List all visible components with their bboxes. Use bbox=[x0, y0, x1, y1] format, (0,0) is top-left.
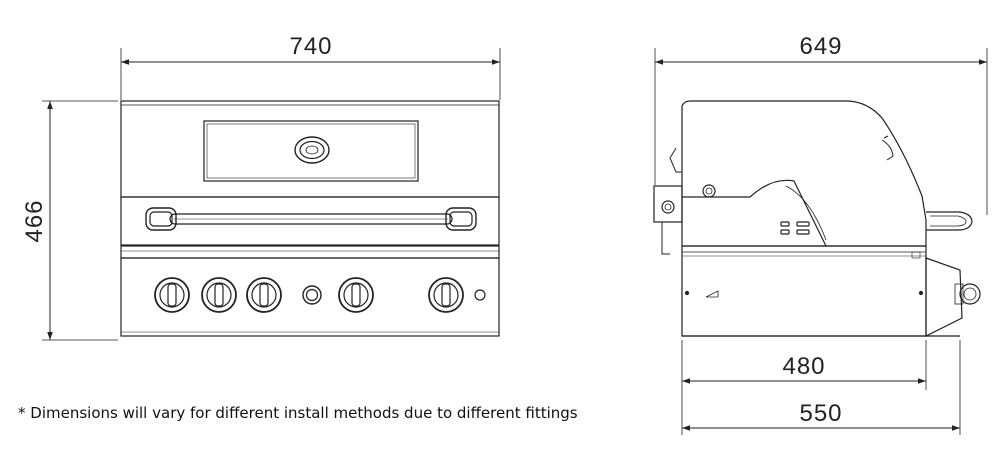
burner-knob-2 bbox=[201, 277, 237, 313]
front-window bbox=[203, 120, 419, 182]
front-hood bbox=[120, 100, 500, 198]
burner-knob-3 bbox=[246, 277, 282, 313]
base-depth-label: 480 bbox=[782, 353, 825, 380]
front-view bbox=[42, 48, 501, 341]
handle-bar bbox=[169, 213, 453, 225]
front-width-label: 740 bbox=[289, 33, 332, 60]
dimension-note: * Dimensions will vary for different ins… bbox=[18, 404, 578, 422]
indicator-light bbox=[474, 289, 486, 301]
burner-knob-5 bbox=[428, 277, 464, 313]
burner-knob-1 bbox=[154, 277, 190, 313]
side-gas-box bbox=[925, 257, 963, 337]
side-view bbox=[653, 48, 988, 435]
side-rear-handle bbox=[926, 211, 973, 231]
side-width-label: 649 bbox=[799, 33, 842, 60]
total-depth-label: 550 bbox=[799, 400, 842, 427]
side-body bbox=[681, 245, 927, 337]
handle-bracket-right bbox=[445, 207, 477, 231]
handle-bracket-left bbox=[145, 207, 177, 231]
side-hood bbox=[681, 100, 927, 247]
control-panel bbox=[120, 257, 500, 337]
ignition-button bbox=[302, 285, 322, 305]
hood-logo-badge bbox=[294, 136, 330, 164]
burner-knob-4 bbox=[338, 277, 374, 313]
front-height-label: 466 bbox=[21, 199, 48, 242]
